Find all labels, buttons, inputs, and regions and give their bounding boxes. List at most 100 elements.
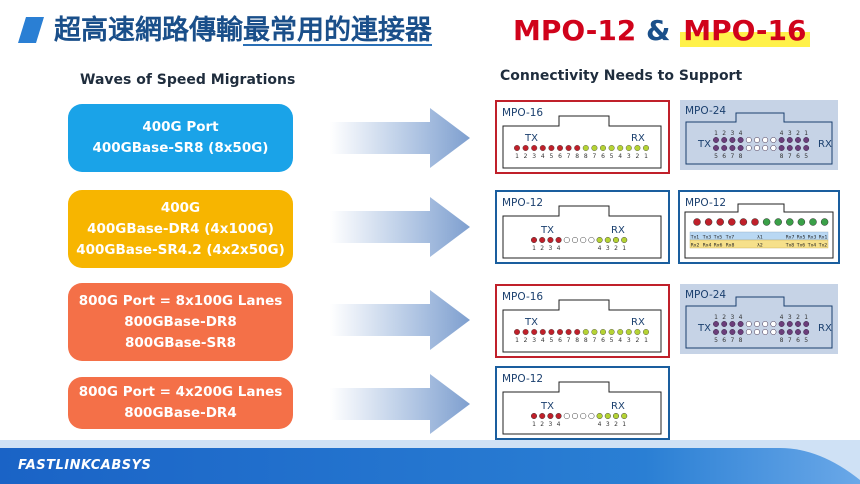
fiber-dot: [539, 145, 546, 152]
tx-label: TX: [524, 317, 538, 328]
fiber-dot: [547, 412, 554, 420]
fiber-number: 3: [532, 337, 536, 344]
fiber-dot: [548, 329, 555, 336]
fiber-dot: [625, 145, 632, 152]
fiber-dot: [795, 145, 801, 151]
fiber-dot: [762, 329, 769, 335]
fiber-dot: [642, 329, 649, 336]
title-mpo12: MPO-12: [513, 14, 637, 47]
lane-label: Tx7: [725, 235, 735, 241]
lane-label: Rx7: [786, 235, 795, 241]
fiber-dot: [599, 329, 606, 336]
fiber-number: 2: [796, 130, 800, 137]
title-ampersand: &: [646, 14, 671, 47]
lane-label: Rx2: [691, 243, 700, 249]
fiber-dot: [514, 145, 521, 152]
arrow-right-icon: [330, 290, 470, 350]
fiber-dot: [580, 236, 587, 244]
fiber-number: 1: [515, 153, 519, 160]
fiber-number: 6: [796, 337, 800, 344]
fiber-dot: [751, 218, 759, 226]
fiber-number: 3: [606, 245, 610, 252]
fiber-number: 4: [618, 153, 622, 160]
fiber-dot: [693, 218, 701, 226]
fiber-number: 6: [558, 337, 562, 344]
fiber-number: 2: [540, 245, 544, 252]
lane-label: Tx5: [713, 235, 723, 241]
lane-label: Rx1: [819, 235, 828, 241]
rx-label: RX: [631, 133, 645, 144]
fiber-dot: [588, 236, 595, 244]
fiber-dot: [745, 329, 752, 335]
right-heading: Connectivity Needs to Support: [500, 68, 743, 84]
fiber-number: 6: [722, 337, 726, 344]
fiber-number: 4: [739, 130, 743, 137]
fiber-dot: [565, 145, 572, 152]
fiber-number: 5: [610, 337, 614, 344]
fiber-dot: [786, 218, 794, 226]
fiber-number: 7: [730, 153, 734, 160]
fiber-number: 8: [575, 337, 579, 344]
fiber-dot: [604, 412, 611, 420]
fiber-number: 3: [548, 245, 552, 252]
tx-label: TX: [697, 323, 711, 334]
fiber-number: 6: [558, 153, 562, 160]
wave-line: 400GBase-SR8 (8x50G): [92, 140, 269, 156]
fiber-dot: [530, 412, 538, 420]
fiber-number: 7: [567, 337, 571, 344]
fiber-number: 4: [541, 153, 545, 160]
fiber-dot: [596, 412, 603, 420]
fiber-dot: [713, 145, 719, 151]
title-connectors: MPO-12 & MPO-16: [513, 10, 810, 52]
wave-line: 400G Port: [142, 119, 219, 135]
fiber-dot: [580, 412, 587, 420]
connector-outline: [502, 299, 662, 353]
fiber-number: 1: [644, 153, 648, 160]
connector-label: MPO-12: [502, 197, 543, 209]
wave-line: 800GBase-DR4: [124, 405, 237, 421]
fiber-number: 5: [804, 153, 808, 160]
fiber-dot: [762, 218, 771, 226]
page-title: 超高速網路傳輸最常用的連接器: [54, 10, 432, 52]
fiber-dot: [604, 236, 611, 244]
fiber-dot: [754, 321, 760, 327]
tx-label: TX: [540, 401, 554, 412]
fiber-number: 1: [714, 130, 718, 137]
rx-label: RX: [611, 225, 625, 236]
lane-label: Tx3: [702, 235, 712, 241]
fiber-dot: [737, 329, 744, 335]
fiber-number: 3: [627, 153, 631, 160]
lane-label: Tx8: [785, 243, 795, 249]
fiber-dot: [617, 145, 624, 152]
fiber-dot: [530, 236, 538, 244]
fiber-number: 5: [549, 337, 553, 344]
connector-outline: [502, 205, 662, 259]
fiber-dot: [754, 137, 760, 143]
fiber-dot: [531, 329, 538, 336]
fiber-dot: [786, 321, 793, 327]
left-heading: Waves of Speed Migrations: [80, 72, 296, 88]
fiber-number: 8: [739, 337, 743, 344]
connector-outline: [685, 112, 833, 165]
lane-label: Rx4: [703, 243, 712, 249]
fiber-dot: [612, 412, 620, 420]
fiber-dot: [762, 137, 769, 143]
fiber-number: 3: [548, 421, 552, 428]
fiber-number: 7: [567, 153, 571, 160]
title-prefix: 超高速網路傳輸: [54, 15, 243, 46]
fiber-number: 1: [644, 337, 648, 344]
fiber-number: 7: [592, 153, 596, 160]
rx-label: RX: [818, 139, 832, 150]
arrow-right-icon: [330, 197, 470, 257]
title-bar: 超高速網路傳輸最常用的連接器 MPO-12 & MPO-16: [18, 10, 852, 52]
fiber-dot: [820, 218, 829, 226]
rx-label: RX: [611, 401, 625, 412]
fiber-dot: [548, 145, 555, 152]
fiber-dot: [522, 329, 529, 336]
